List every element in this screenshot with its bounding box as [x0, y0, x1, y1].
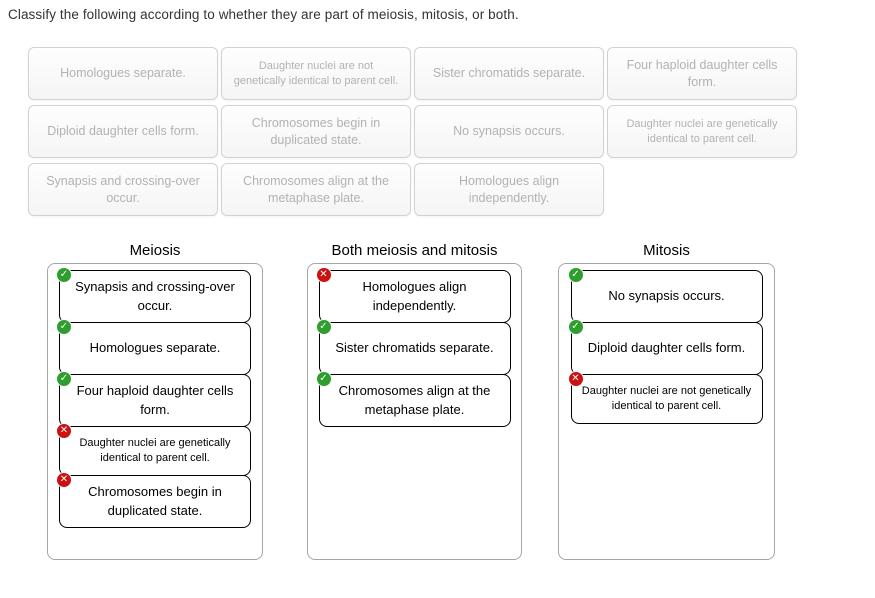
- bank-item[interactable]: Homologues separate.: [28, 47, 218, 100]
- answer-card-label: Homologues align independently.: [362, 278, 467, 313]
- answer-card-label: Four haploid daughter cells form.: [76, 382, 234, 417]
- answer-card-label: Daughter nuclei are not genetically iden…: [581, 384, 752, 412]
- correct-icon: ✓: [567, 267, 584, 283]
- bank-item[interactable]: Chromosomes align at the metaphase plate…: [221, 163, 411, 216]
- answer-card[interactable]: ✓ Homologues separate.: [56, 319, 251, 375]
- incorrect-icon: ✕: [56, 423, 72, 439]
- bank-row: Homologues separate. Daughter nuclei are…: [28, 47, 797, 100]
- answer-card-label: Homologues separate.: [89, 340, 221, 356]
- bank-item[interactable]: Chromosomes begin in duplicated state.: [221, 105, 411, 158]
- answer-card[interactable]: ✓ No synapsis occurs.: [567, 267, 763, 323]
- correct-icon: ✓: [56, 267, 72, 283]
- category-header-mitosis: Mitosis: [643, 242, 690, 259]
- correct-icon: ✓: [315, 371, 332, 387]
- bank-item[interactable]: No synapsis occurs.: [414, 105, 604, 158]
- answer-card-label: Synapsis and crossing-over occur.: [75, 278, 235, 313]
- answer-card[interactable]: ✕ Chromosomes begin in duplicated state.: [56, 472, 251, 528]
- answer-card[interactable]: ✓ Sister chromatids separate.: [315, 319, 511, 375]
- correct-icon: ✓: [56, 319, 72, 335]
- dropzone-both[interactable]: ✕ Homologues align independently. ✓ Sist…: [307, 263, 522, 560]
- dropzone-meiosis[interactable]: ✓ Synapsis and crossing-over occur. ✓ Ho…: [47, 263, 263, 560]
- incorrect-icon: ✕: [567, 371, 584, 387]
- bank-item[interactable]: Daughter nuclei are not genetically iden…: [221, 47, 411, 100]
- category-header-meiosis: Meiosis: [129, 242, 181, 259]
- incorrect-icon: ✕: [56, 472, 72, 488]
- bank-item[interactable]: Four haploid daughter cells form.: [607, 47, 797, 100]
- category-header-both: Both meiosis and mitosis: [331, 242, 498, 259]
- incorrect-icon: ✕: [315, 267, 332, 283]
- dropzone-mitosis[interactable]: ✓ No synapsis occurs. ✓ Diploid daughter…: [558, 263, 775, 560]
- bank-item[interactable]: Homologues align independently.: [414, 163, 604, 216]
- bank-item[interactable]: Diploid daughter cells form.: [28, 105, 218, 158]
- answer-card[interactable]: ✕ Daughter nuclei are not genetically id…: [567, 371, 763, 424]
- correct-icon: ✓: [56, 371, 72, 387]
- answer-bank: Homologues separate. Daughter nuclei are…: [28, 47, 797, 216]
- answer-card[interactable]: ✕ Daughter nuclei are genetically identi…: [56, 423, 251, 476]
- bank-row: Diploid daughter cells form. Chromosomes…: [28, 105, 797, 158]
- answer-card[interactable]: ✓ Diploid daughter cells form.: [567, 319, 763, 375]
- correct-icon: ✓: [315, 319, 332, 335]
- answer-card-label: Daughter nuclei are genetically identica…: [79, 436, 231, 464]
- answer-card-label: Chromosomes align at the metaphase plate…: [338, 382, 491, 417]
- bank-item[interactable]: Daughter nuclei are genetically identica…: [607, 105, 797, 158]
- answer-card[interactable]: ✓ Synapsis and crossing-over occur.: [56, 267, 251, 323]
- bank-row: Synapsis and crossing-over occur. Chromo…: [28, 163, 797, 216]
- question-prompt: Classify the following according to whet…: [8, 7, 519, 22]
- answer-card[interactable]: ✓ Chromosomes align at the metaphase pla…: [315, 371, 511, 427]
- answer-card-label: Diploid daughter cells form.: [587, 340, 746, 356]
- answer-card-label: Sister chromatids separate.: [335, 340, 494, 356]
- bank-item[interactable]: Sister chromatids separate.: [414, 47, 604, 100]
- answer-card[interactable]: ✕ Homologues align independently.: [315, 267, 511, 323]
- answer-card-label: Chromosomes begin in duplicated state.: [88, 483, 222, 518]
- answer-card[interactable]: ✓ Four haploid daughter cells form.: [56, 371, 251, 427]
- answer-card-label: No synapsis occurs.: [608, 288, 725, 304]
- correct-icon: ✓: [567, 319, 584, 335]
- bank-item[interactable]: Synapsis and crossing-over occur.: [28, 163, 218, 216]
